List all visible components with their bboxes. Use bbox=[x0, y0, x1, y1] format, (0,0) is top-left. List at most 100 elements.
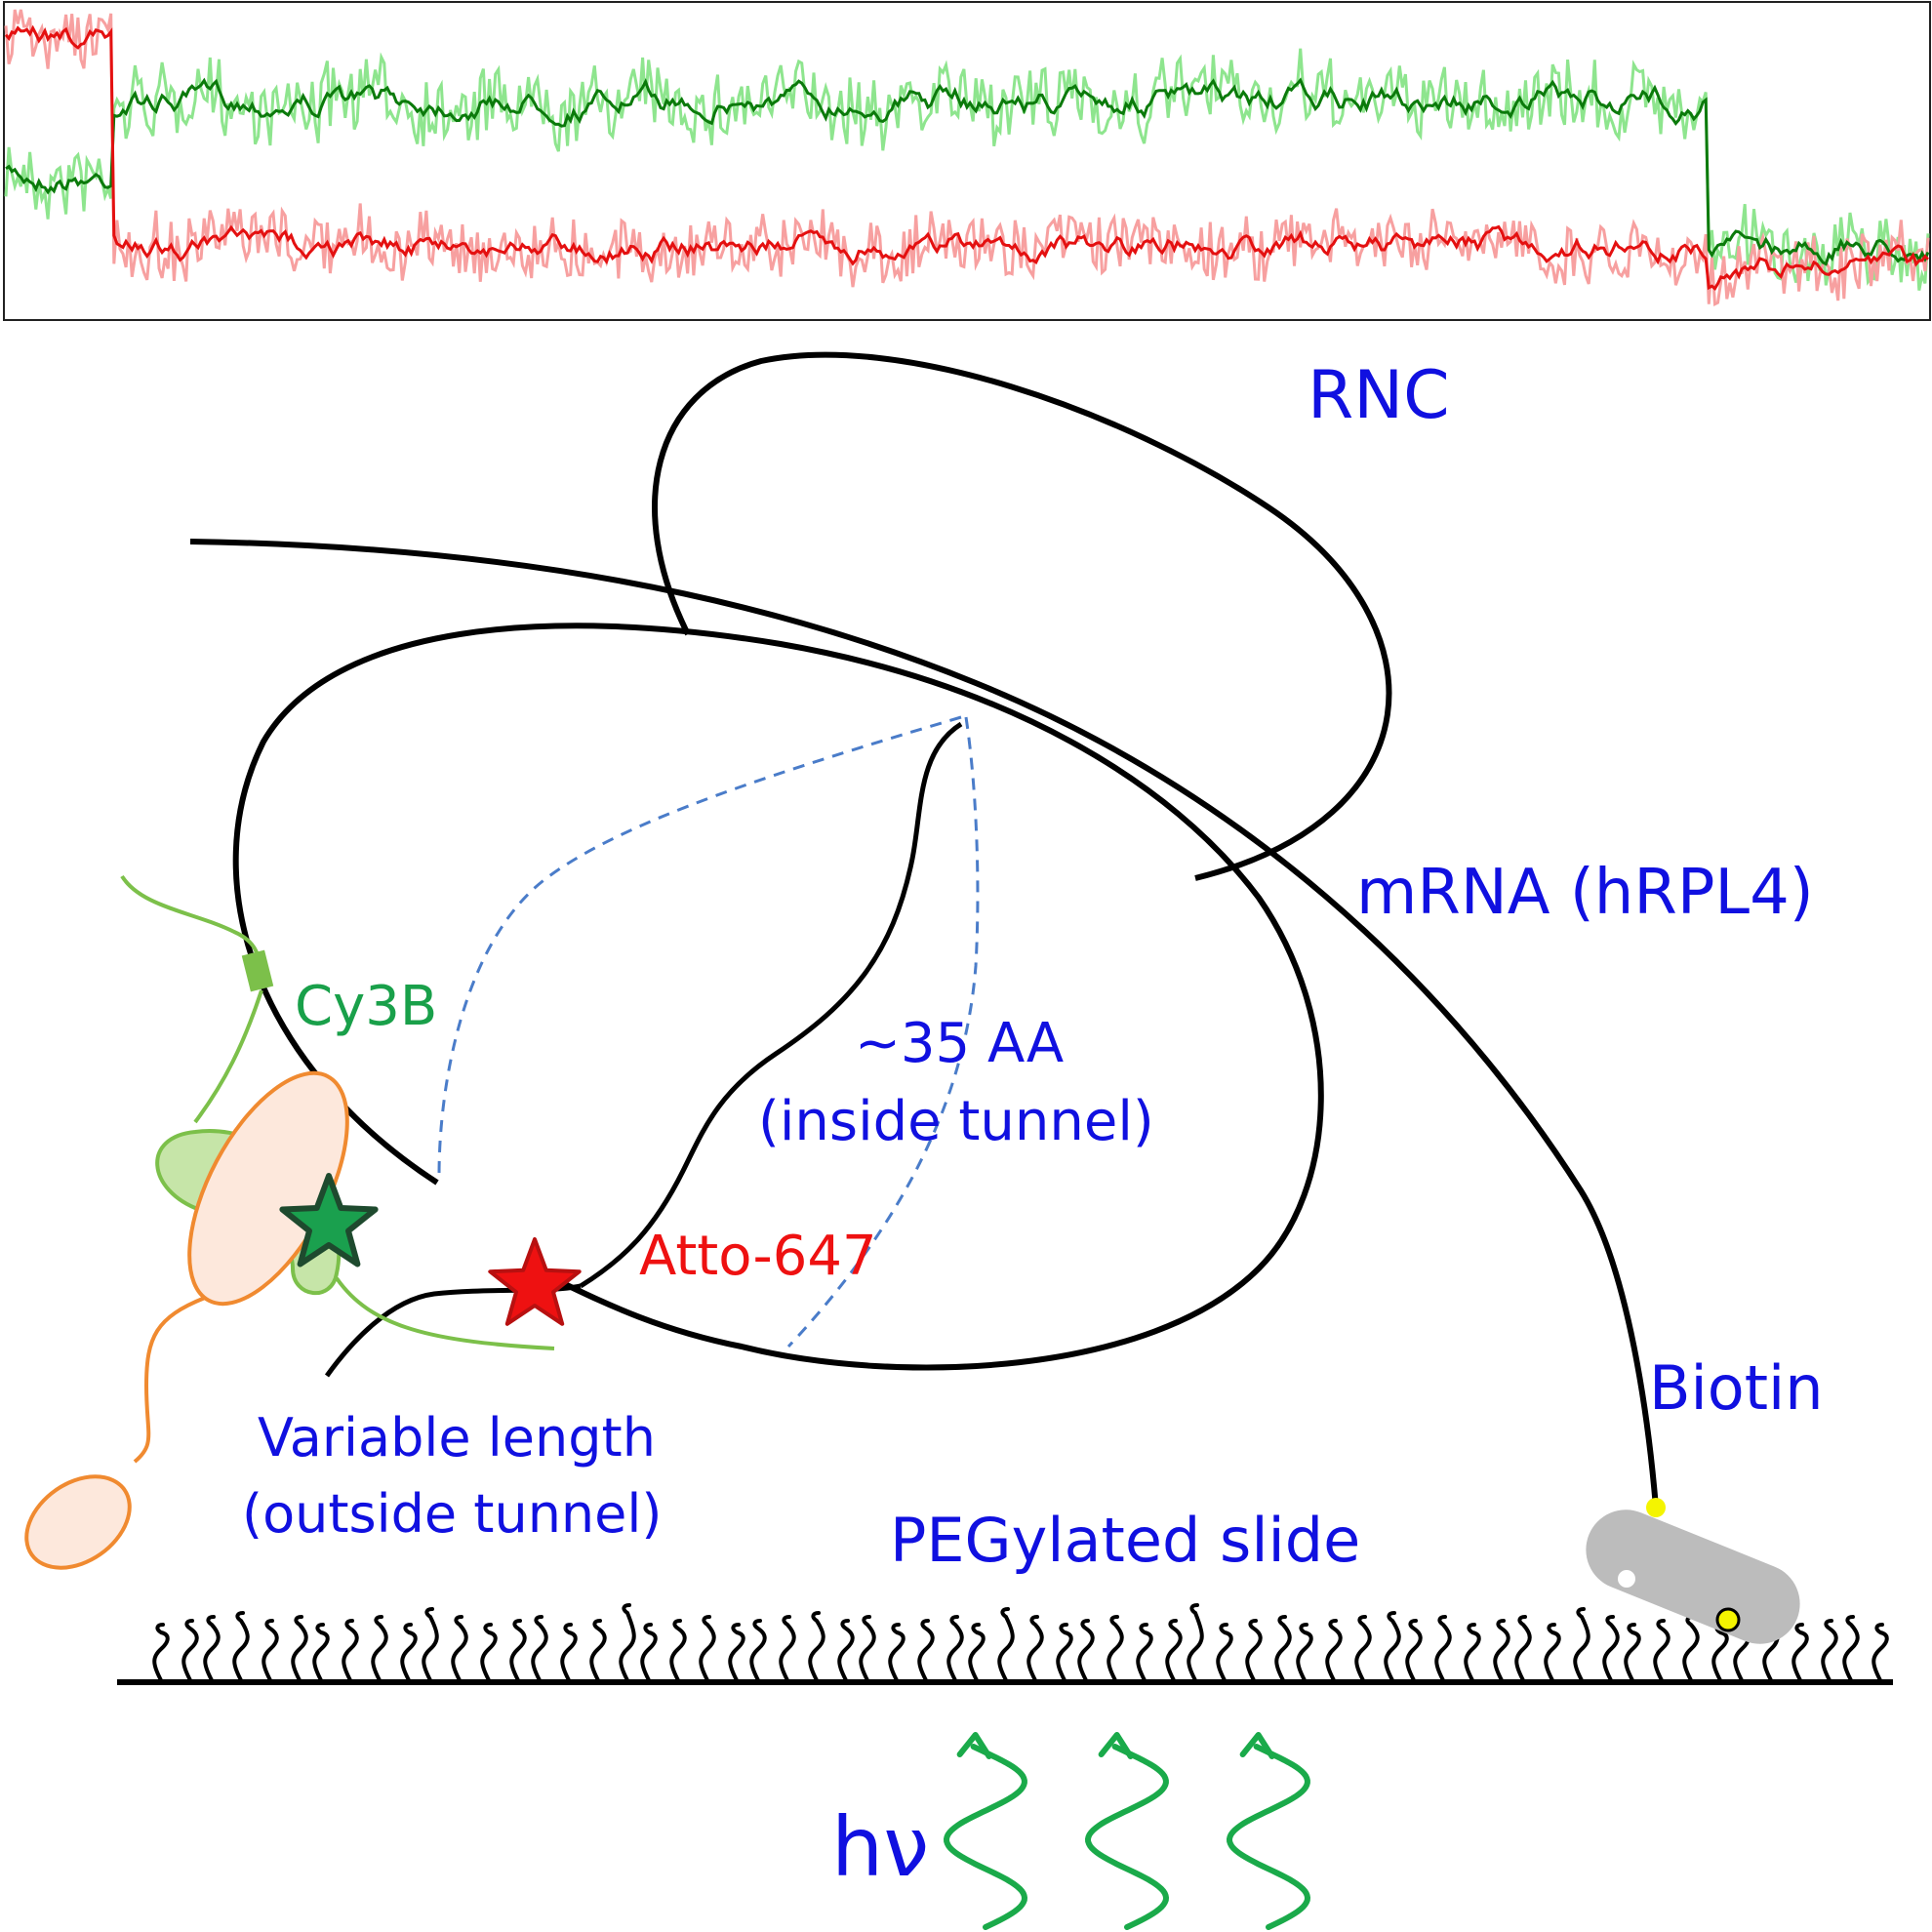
peg-chain bbox=[1405, 1619, 1423, 1682]
trace-lines bbox=[4, 9, 1930, 306]
pegylated-surface bbox=[117, 1603, 1893, 1685]
wave-arrowhead bbox=[1239, 1732, 1275, 1759]
peg-chain bbox=[946, 1615, 964, 1682]
peg-chain bbox=[531, 1615, 548, 1682]
protein-domain bbox=[24, 1474, 132, 1570]
ribosome-small-subunit bbox=[652, 351, 1392, 881]
fret-trace-panel bbox=[3, 1, 1931, 321]
peg-chain bbox=[1077, 1619, 1095, 1682]
peg-chain bbox=[1711, 1623, 1729, 1682]
streptavidin bbox=[1586, 1509, 1800, 1644]
peg-chain bbox=[1325, 1619, 1343, 1682]
peg-chain bbox=[779, 1615, 796, 1682]
wave-arrowhead bbox=[1098, 1732, 1134, 1759]
peg-chain bbox=[480, 1623, 498, 1682]
peg-chain bbox=[560, 1623, 578, 1682]
slide-label: PEGylated slide bbox=[890, 1505, 1360, 1576]
tunnel-wall-right bbox=[786, 716, 980, 1348]
peg-chain bbox=[859, 1615, 876, 1682]
peg-chain bbox=[1602, 1615, 1620, 1682]
peg-chain bbox=[203, 1615, 221, 1682]
aa-count-label: ~35 AA bbox=[855, 1012, 1064, 1075]
peg-chain bbox=[1821, 1619, 1838, 1682]
antibody-tether-mid bbox=[193, 989, 263, 1124]
peg-chain bbox=[589, 1619, 607, 1682]
peg-chain bbox=[1791, 1623, 1809, 1682]
streptavidin-biotin bbox=[1586, 1498, 1800, 1644]
peg-chain bbox=[1274, 1615, 1292, 1682]
peg-chain bbox=[917, 1619, 935, 1682]
inside-tunnel-label: (inside tunnel) bbox=[758, 1090, 1154, 1153]
wavy-arrow-icon bbox=[943, 1744, 1028, 1930]
peg-brushes bbox=[152, 1603, 1889, 1682]
mrna-label: mRNA (hRPL4) bbox=[1356, 857, 1814, 929]
peg-chain bbox=[749, 1619, 767, 1682]
peg-chain bbox=[968, 1623, 986, 1682]
peg-chain bbox=[1056, 1623, 1073, 1682]
peg-chain bbox=[1464, 1623, 1481, 1682]
peg-chain bbox=[152, 1623, 170, 1682]
exit-tunnel bbox=[437, 715, 980, 1348]
peg-chain bbox=[262, 1619, 279, 1682]
antibody-tether-bottom bbox=[335, 1276, 555, 1350]
peg-chain bbox=[1354, 1615, 1372, 1682]
atto-label: Atto-647 bbox=[639, 1225, 877, 1288]
trace-red-smooth bbox=[4, 24, 1930, 291]
streptavidin-pocket-bottom bbox=[1618, 1570, 1635, 1588]
peg-chain bbox=[312, 1623, 330, 1682]
peg-chain bbox=[342, 1619, 359, 1682]
peg-chain bbox=[1573, 1607, 1590, 1682]
biotin-dot-top bbox=[1646, 1498, 1666, 1517]
streptavidin-pocket-top bbox=[1752, 1535, 1770, 1552]
peg-chain bbox=[371, 1615, 388, 1682]
biotin-label: Biotin bbox=[1649, 1352, 1824, 1424]
peg-chain bbox=[619, 1603, 636, 1682]
peg-chain bbox=[451, 1615, 468, 1682]
wavy-arrow-icon bbox=[1226, 1744, 1311, 1930]
peg-chain bbox=[1514, 1615, 1532, 1682]
peg-chain bbox=[1165, 1619, 1183, 1682]
peg-chain bbox=[808, 1611, 825, 1682]
peg-chain bbox=[422, 1607, 439, 1682]
peg-chain bbox=[837, 1619, 855, 1682]
antibody-clamp bbox=[241, 949, 274, 992]
peg-chain bbox=[888, 1623, 906, 1682]
peg-chain bbox=[1434, 1615, 1452, 1682]
variable-length-label: Variable length bbox=[258, 1407, 656, 1469]
nascent-chain-inside bbox=[579, 721, 963, 1289]
peg-chain bbox=[1187, 1603, 1204, 1682]
peg-chain bbox=[1245, 1619, 1263, 1682]
wave-arrowhead bbox=[956, 1732, 992, 1759]
peg-chain bbox=[1026, 1615, 1044, 1682]
peg-chain bbox=[1682, 1615, 1700, 1682]
peg-chain bbox=[1624, 1623, 1641, 1682]
peg-chain bbox=[509, 1619, 527, 1682]
peg-chain bbox=[1384, 1611, 1401, 1682]
trace-frame bbox=[3, 1, 1931, 321]
biotin-dot-bottom bbox=[1715, 1607, 1741, 1632]
peg-chain bbox=[1296, 1623, 1313, 1682]
peg-chain bbox=[1216, 1623, 1233, 1682]
peg-chain bbox=[1653, 1619, 1670, 1682]
tunnel-wall-left bbox=[437, 715, 962, 1177]
red-star-icon bbox=[488, 1237, 582, 1326]
peg-chain bbox=[1842, 1615, 1860, 1682]
peg-chain bbox=[728, 1623, 745, 1682]
outside-tunnel-label: (outside tunnel) bbox=[242, 1483, 662, 1545]
peg-chain bbox=[232, 1611, 250, 1682]
peg-chain bbox=[291, 1615, 308, 1682]
ribosome-large-subunit bbox=[232, 623, 1324, 1371]
rnc-label: RNC bbox=[1308, 357, 1450, 434]
labeled-protein bbox=[24, 874, 555, 1570]
cy3b-label: Cy3B bbox=[295, 975, 437, 1038]
peg-chain bbox=[400, 1623, 418, 1682]
peg-chain bbox=[1107, 1615, 1124, 1682]
mrna-strand bbox=[189, 539, 1659, 1509]
peg-chain bbox=[640, 1623, 658, 1682]
light-label: hν bbox=[831, 1799, 929, 1895]
trace-green-smooth bbox=[5, 77, 1930, 266]
wavy-arrow-icon bbox=[1084, 1744, 1170, 1930]
excitation-waves bbox=[943, 1732, 1311, 1930]
antibody-tether-top bbox=[120, 874, 263, 982]
